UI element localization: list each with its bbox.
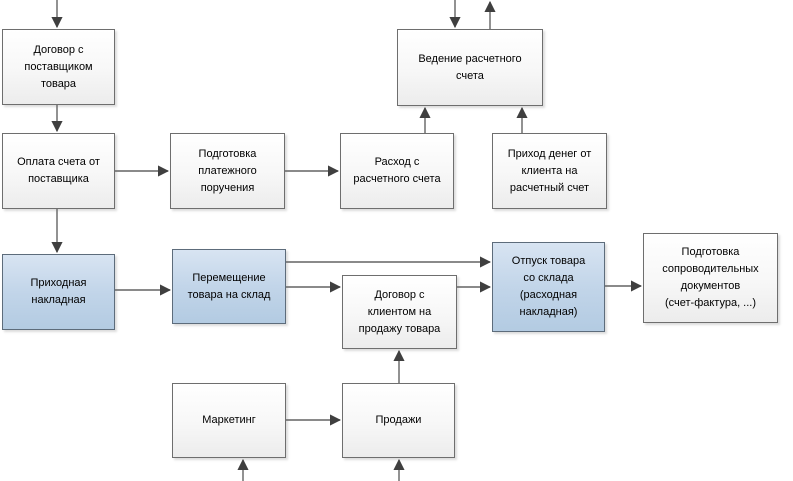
flow-box-label: Продажи [375, 414, 422, 426]
flow-box-label: Расход с расчетного счета [353, 156, 441, 185]
flow-box-label: Приход денег от клиента на расчетный сче… [507, 147, 592, 194]
flow-box-prepare-payment-order[interactable]: Подготовка платежного поручения [170, 133, 285, 209]
flow-box-move-goods-to-warehouse[interactable]: Перемещение товара на склад [172, 249, 286, 324]
flow-box-label: Оплата счета от поставщика [17, 156, 100, 185]
flow-box-label: Отпуск товара со склада (расходная накла… [511, 255, 586, 318]
flow-box-sales[interactable]: Продажи [342, 383, 455, 458]
flow-box-incoming-invoice[interactable]: Приходная накладная [2, 254, 115, 330]
flow-box-marketing[interactable]: Маркетинг [172, 383, 286, 458]
flow-box-goods-release-from-warehouse[interactable]: Отпуск товара со склада (расходная накла… [492, 242, 605, 332]
flow-box-label: Маркетинг [202, 414, 256, 426]
flow-box-label: Перемещение товара на склад [187, 271, 271, 301]
flow-box-label: Приходная накладная [30, 277, 87, 306]
flow-box-label: Договор с поставщиком товара [24, 43, 93, 90]
flow-box-label: Подготовка сопроводительных документов (… [662, 246, 759, 309]
flow-box-maintain-settlement-account[interactable]: Ведение расчетного счета [397, 29, 543, 106]
flow-box-income-from-client[interactable]: Приход денег от клиента на расчетный сче… [492, 133, 607, 209]
flow-box-label: Ведение расчетного счета [418, 52, 522, 82]
flow-box-pay-supplier-invoice[interactable]: Оплата счета от поставщика [2, 133, 115, 209]
flow-box-expense-from-account[interactable]: Расход с расчетного счета [340, 133, 454, 209]
flow-box-label: Договор с клиентом на продажу товара [358, 288, 441, 335]
flow-box-contract-with-client[interactable]: Договор с клиентом на продажу товара [342, 275, 457, 349]
flow-box-contract-with-supplier[interactable]: Договор с поставщиком товара [2, 29, 115, 105]
flow-box-prepare-accompanying-documents[interactable]: Подготовка сопроводительных документов (… [643, 233, 778, 323]
flow-box-label: Подготовка платежного поручения [198, 147, 257, 194]
